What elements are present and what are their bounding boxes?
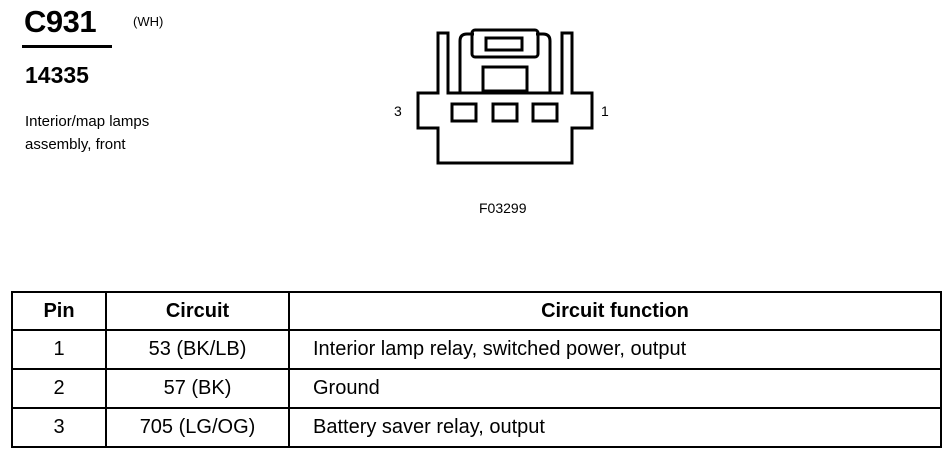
- column-header-pin: Pin: [11, 291, 107, 331]
- pin-number-label-right: 1: [601, 103, 609, 119]
- terminal-cavity-pin-1: [531, 102, 559, 123]
- connector-latch-left: [458, 32, 474, 93]
- lock-tab-inner: [484, 36, 524, 52]
- lock-window: [481, 65, 529, 93]
- pinout-table: Pin Circuit Circuit function 1 53 (BK/LB…: [11, 291, 942, 448]
- connector-description-line1: Interior/map lamps: [25, 113, 150, 130]
- table-row: 1 53 (BK/LB) Interior lamp relay, switch…: [11, 329, 942, 370]
- function-cell: Ground: [288, 368, 942, 409]
- connector-latch-right: [536, 32, 552, 93]
- table-row: 3 705 (LG/OG) Battery saver relay, outpu…: [11, 407, 942, 448]
- connector-id-underline: [22, 45, 112, 48]
- circuit-cell: 705 (LG/OG): [105, 407, 290, 448]
- pin-cell: 3: [11, 407, 107, 448]
- part-number: 14335: [25, 62, 89, 88]
- pin-cell: 2: [11, 368, 107, 409]
- function-cell: Interior lamp relay, switched power, out…: [288, 329, 942, 370]
- figure-id: F03299: [479, 200, 527, 216]
- column-header-circuit: Circuit: [105, 291, 290, 331]
- connector-body-outline: [416, 31, 594, 165]
- column-header-function: Circuit function: [288, 291, 942, 331]
- table-row: 2 57 (BK) Ground: [11, 368, 942, 409]
- function-cell: Battery saver relay, output: [288, 407, 942, 448]
- connector-id: C931: [24, 4, 97, 39]
- lock-tab-outer: [470, 28, 540, 59]
- connector-face-diagram: [416, 28, 594, 165]
- pin-number-label-left: 3: [394, 103, 402, 119]
- pin-cell: 1: [11, 329, 107, 370]
- terminal-cavity-pin-3: [450, 102, 478, 123]
- connector-color: (WH): [133, 14, 164, 29]
- circuit-cell: 53 (BK/LB): [105, 329, 290, 370]
- terminal-cavity-pin-2: [491, 102, 519, 123]
- connector-description-line2: assembly, front: [25, 136, 126, 153]
- table-header-row: Pin Circuit Circuit function: [11, 291, 942, 331]
- circuit-cell: 57 (BK): [105, 368, 290, 409]
